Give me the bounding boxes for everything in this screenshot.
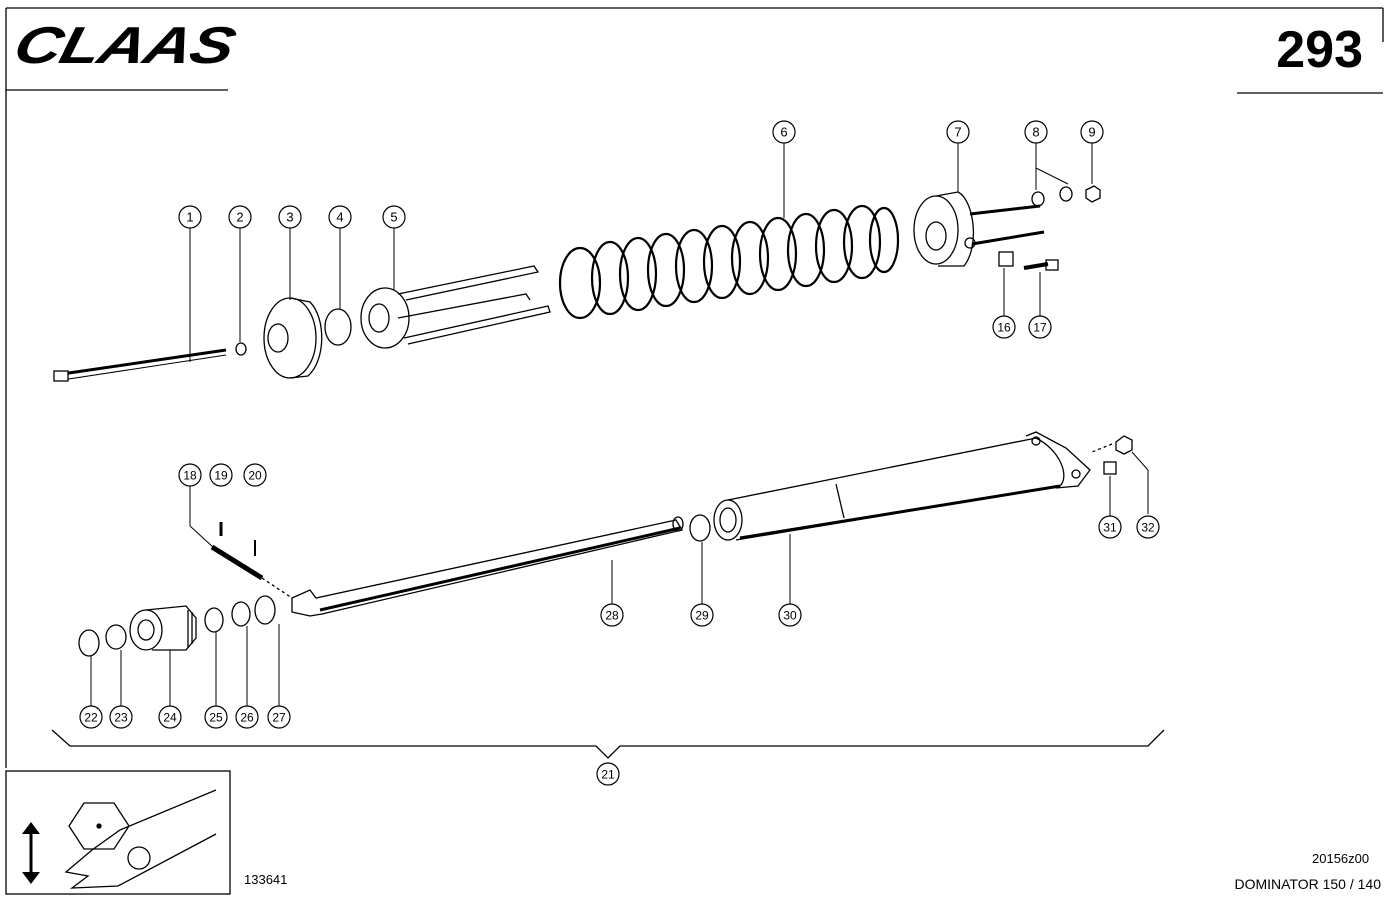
callout-number: 1: [186, 210, 193, 225]
callout-number: 7: [954, 125, 961, 140]
ring-26: [231, 601, 251, 627]
callout-28: 28: [600, 603, 624, 627]
bushing-16: [998, 251, 1014, 267]
double-arrow-icon: [22, 822, 40, 884]
wrench-icon: [64, 789, 217, 889]
callout-19: 19: [209, 463, 233, 487]
callout-8: 8: [1024, 120, 1048, 144]
callout-29: 29: [690, 603, 714, 627]
flange-3: [263, 297, 323, 379]
wiper-22: [78, 629, 100, 657]
callout-number: 3: [286, 210, 293, 225]
callout-18: 18: [178, 463, 202, 487]
callout-5: 5: [382, 205, 406, 229]
callout-7: 7: [946, 120, 970, 144]
callout-number: 20: [248, 469, 262, 483]
diagram-reference: 20156z00: [1312, 851, 1370, 866]
callout-number: 30: [783, 609, 797, 623]
callout-number: 19: [214, 469, 228, 483]
callout-number: 32: [1141, 521, 1155, 535]
washer-8a: [1031, 191, 1045, 207]
cylinder-head-24: [129, 605, 197, 651]
ring-4: [324, 308, 352, 346]
callout-23: 23: [109, 705, 133, 729]
page-number: 293: [1276, 21, 1363, 79]
callout-22: 22: [79, 705, 103, 729]
callout-32: 32: [1136, 515, 1160, 539]
callout-6: 6: [772, 120, 796, 144]
seal-23: [105, 624, 127, 650]
callout-number: 28: [605, 609, 619, 623]
ring-27: [254, 595, 276, 625]
nut-9: [1085, 185, 1101, 203]
ring-29: [689, 514, 711, 542]
callout-number: 25: [209, 711, 223, 725]
callout-number: 8: [1032, 125, 1039, 140]
callout-1: 1: [178, 205, 202, 229]
washer-8b: [1059, 186, 1073, 202]
callout-number: 16: [997, 321, 1011, 335]
callout-number: 17: [1033, 321, 1047, 335]
callout-number: 5: [390, 210, 397, 225]
model-name: DOMINATOR 150 / 140: [1234, 876, 1381, 892]
callout-number: 2: [236, 210, 243, 225]
callout-17: 17: [1028, 315, 1052, 339]
callout-26: 26: [235, 705, 259, 729]
callout-2: 2: [228, 205, 252, 229]
callout-9: 9: [1080, 120, 1104, 144]
callout-number: 6: [780, 125, 787, 140]
callout-25: 25: [204, 705, 228, 729]
callout-27: 27: [267, 705, 291, 729]
callout-24: 24: [158, 705, 182, 729]
callout-30: 30: [778, 603, 802, 627]
washer-2: [235, 342, 247, 356]
callout-number: 26: [240, 711, 254, 725]
callout-number: 24: [163, 711, 177, 725]
callout-21: 21: [596, 762, 620, 786]
spring-guide-5: [360, 265, 551, 349]
callout-4: 4: [328, 205, 352, 229]
pin-18: [210, 544, 264, 581]
callout-number: 21: [601, 768, 615, 782]
tie-rod: [53, 348, 227, 382]
spring-head-7: [913, 191, 1045, 267]
drawing-number: 133641: [244, 872, 288, 887]
ring-25: [204, 607, 224, 633]
fitting-32: [1091, 435, 1133, 455]
callout-number: 31: [1103, 521, 1117, 535]
inset-box: [5, 770, 231, 895]
callout-number: 23: [114, 711, 128, 725]
callout-number: 4: [336, 210, 343, 225]
callout-3: 3: [278, 205, 302, 229]
callout-number: 9: [1088, 125, 1095, 140]
cylinder-tube-30: [713, 431, 1091, 541]
callout-20: 20: [243, 463, 267, 487]
coil-spring-6: [558, 204, 900, 320]
callout-number: 27: [272, 711, 286, 725]
callout-number: 29: [695, 609, 709, 623]
leader-lines: [90, 143, 1149, 706]
assembly-bracket-21: [51, 729, 1165, 759]
bolt-17: [1023, 259, 1059, 271]
piston-rod-28: [291, 516, 684, 617]
callout-number: 22: [84, 711, 98, 725]
callout-number: 18: [183, 469, 197, 483]
frame-lines: [5, 7, 1384, 768]
hexagon-nut-icon: [68, 802, 130, 850]
nut-31: [1103, 461, 1117, 475]
callout-31: 31: [1098, 515, 1122, 539]
callout-16: 16: [992, 315, 1016, 339]
